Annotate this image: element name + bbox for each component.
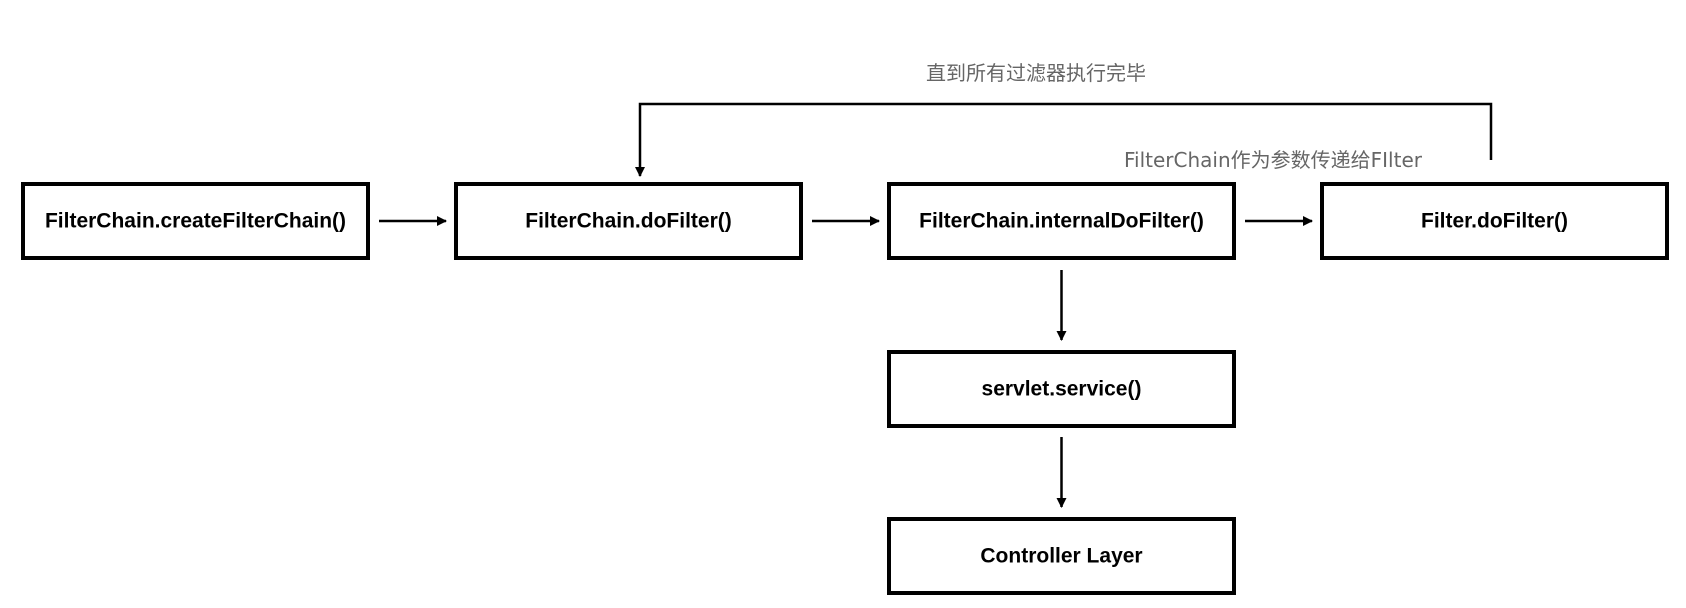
node-filter-chain-do-filter: FilterChain.doFilter()	[454, 182, 803, 260]
arrow-loop-back	[635, 102, 1493, 177]
node-controller-layer: Controller Layer	[887, 517, 1236, 595]
node-create-filter-chain: FilterChain.createFilterChain()	[21, 182, 370, 260]
node-filter-chain-do-filter-box	[454, 182, 803, 260]
node-servlet-service-box	[887, 350, 1236, 428]
node-servlet-service: servlet.service()	[887, 350, 1236, 428]
loop-annotation: 直到所有过滤器执行完毕	[926, 61, 1146, 85]
node-internal-do-filter: FilterChain.internalDoFilter()	[887, 182, 1236, 260]
node-controller-layer-label: Controller Layer	[980, 545, 1142, 568]
node-filter-do-filter-label: Filter.doFilter()	[1421, 210, 1568, 233]
node-create-filter-chain-box	[21, 182, 370, 260]
node-create-filter-chain-label: FilterChain.createFilterChain()	[45, 210, 346, 233]
node-filter-chain-do-filter-label: FilterChain.doFilter()	[525, 210, 732, 233]
pass-annotation: FilterChain作为参数传递给FIlter	[1124, 148, 1423, 172]
node-controller-layer-box	[887, 517, 1236, 595]
node-filter-do-filter: Filter.doFilter()	[1320, 182, 1669, 260]
node-internal-do-filter-label: FilterChain.internalDoFilter()	[919, 210, 1204, 233]
node-filter-do-filter-box	[1320, 182, 1669, 260]
node-internal-do-filter-box	[887, 182, 1236, 260]
node-servlet-service-label: servlet.service()	[982, 378, 1142, 401]
